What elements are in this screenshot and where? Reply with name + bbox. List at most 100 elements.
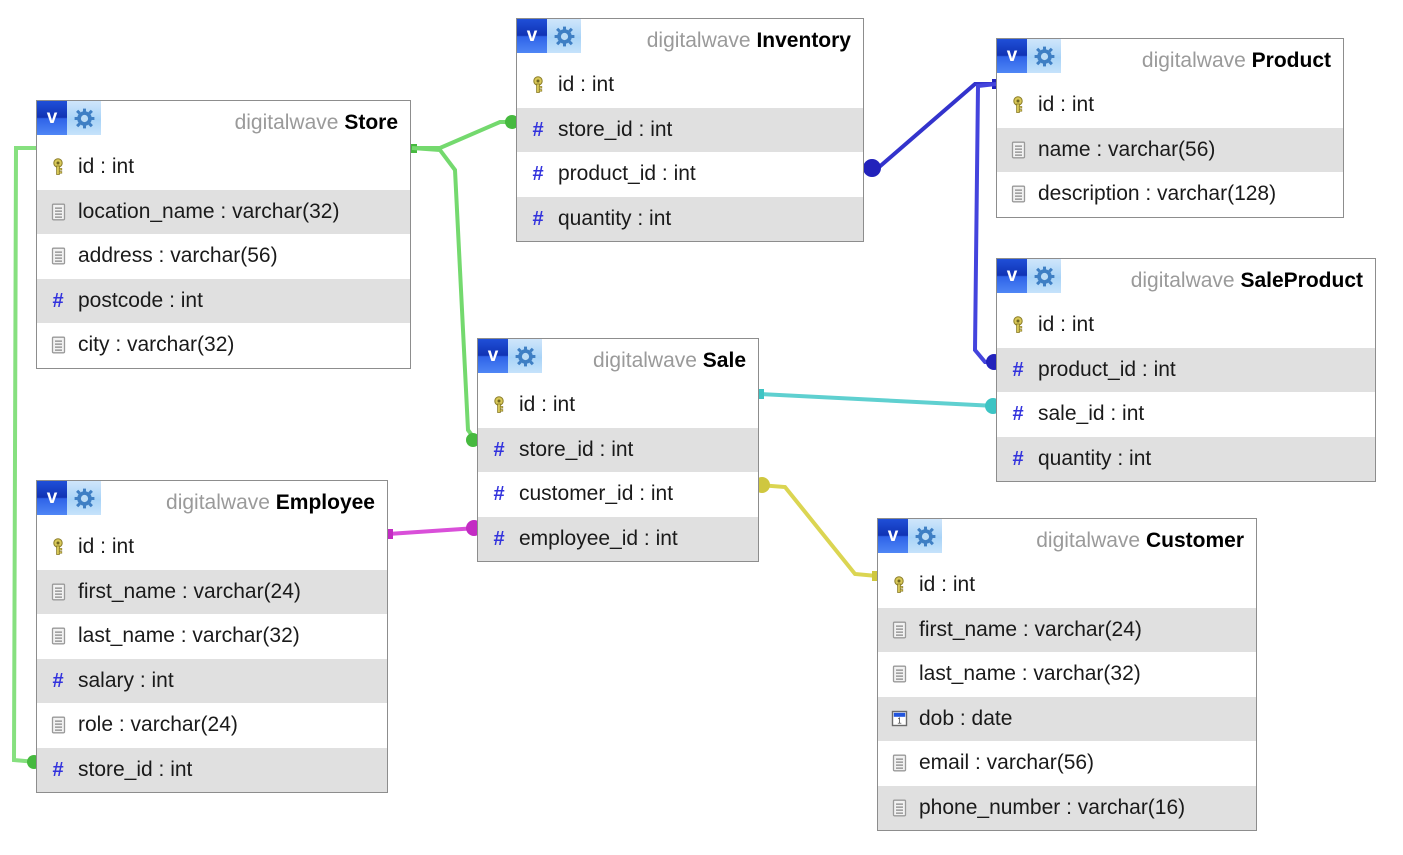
hash-icon: # — [1007, 403, 1029, 425]
table-header-customer[interactable]: vdigitalwave Customer — [878, 519, 1256, 563]
relationship-product-inventory[interactable] — [863, 79, 1000, 177]
attribute-row[interactable]: phone_number : varchar(16) — [878, 786, 1256, 831]
table-header-saleproduct[interactable]: v digitalwave SaleProduct — [997, 259, 1375, 303]
gear-icon[interactable] — [67, 101, 101, 135]
hash-icon: # — [527, 119, 549, 141]
attribute-row[interactable]: name : varchar(56) — [997, 128, 1343, 173]
attribute-row[interactable]: id : int — [517, 63, 863, 108]
table-header-inventory[interactable]: v digitalwave Inventory — [517, 19, 863, 63]
column-icon — [888, 752, 910, 774]
attribute-row[interactable]: id : int — [997, 303, 1375, 348]
attribute-row[interactable]: email : varchar(56) — [878, 741, 1256, 786]
attribute-row[interactable]: #store_id : int — [37, 748, 387, 793]
table-name-label: SaleProduct — [1240, 269, 1363, 292]
attribute-row[interactable]: 1 dob : date — [878, 697, 1256, 742]
table-title: digitalwave Inventory — [647, 29, 851, 53]
table-name-label: Store — [344, 111, 398, 134]
relationship-store-inventory[interactable] — [408, 115, 519, 153]
attribute-row[interactable]: #employee_id : int — [478, 517, 758, 562]
gear-icon[interactable] — [1027, 39, 1061, 73]
attribute-label: city : varchar(32) — [78, 333, 234, 357]
attribute-row[interactable]: first_name : varchar(24) — [37, 570, 387, 615]
attribute-row[interactable]: last_name : varchar(32) — [37, 614, 387, 659]
hash-icon: # — [1007, 359, 1029, 381]
attribute-row[interactable]: #product_id : int — [997, 348, 1375, 393]
attribute-row[interactable]: #sale_id : int — [997, 392, 1375, 437]
attribute-row[interactable]: #store_id : int — [478, 428, 758, 473]
attribute-label: quantity : int — [1038, 447, 1151, 471]
key-icon — [888, 574, 910, 596]
attribute-row[interactable]: city : varchar(32) — [37, 323, 410, 368]
attribute-row[interactable]: #quantity : int — [517, 197, 863, 242]
attribute-row[interactable]: role : varchar(24) — [37, 703, 387, 748]
attribute-row[interactable]: #postcode : int — [37, 279, 410, 324]
key-icon — [527, 74, 549, 96]
attribute-label: id : int — [519, 393, 575, 417]
table-name-label: Inventory — [756, 29, 851, 52]
attribute-label: store_id : int — [558, 118, 672, 142]
attribute-row[interactable]: id : int — [37, 525, 387, 570]
attribute-label: name : varchar(56) — [1038, 138, 1215, 162]
relationship-store-sale[interactable] — [412, 148, 480, 447]
attribute-row[interactable]: #salary : int — [37, 659, 387, 704]
attribute-row[interactable]: description : varchar(128) — [997, 172, 1343, 217]
attribute-row[interactable]: id : int — [37, 145, 410, 190]
attribute-row[interactable]: #customer_id : int — [478, 472, 758, 517]
attribute-label: employee_id : int — [519, 527, 678, 551]
hash-icon: # — [527, 163, 549, 185]
attribute-row[interactable]: #quantity : int — [997, 437, 1375, 482]
column-icon — [888, 663, 910, 685]
table-schema-label: digitalwave — [235, 111, 339, 134]
column-icon — [1007, 183, 1029, 205]
attribute-label: dob : date — [919, 707, 1012, 731]
gear-icon[interactable] — [908, 519, 942, 553]
table-saleproduct[interactable]: v digitalwave SaleProduct id : int#product… — [996, 258, 1376, 482]
attribute-label: description : varchar(128) — [1038, 182, 1276, 206]
table-title: digitalwave Store — [235, 111, 398, 135]
attribute-label: salary : int — [78, 669, 174, 693]
table-product[interactable]: vdigitalwave Product id : int name : varch… — [996, 38, 1344, 218]
key-icon — [1007, 94, 1029, 116]
attribute-label: store_id : int — [78, 758, 192, 782]
attribute-label: postcode : int — [78, 289, 203, 313]
attribute-row[interactable]: first_name : varchar(24) — [878, 608, 1256, 653]
attribute-row[interactable]: id : int — [878, 563, 1256, 608]
table-header-product[interactable]: vdigitalwave Product — [997, 39, 1343, 83]
view-badge-icon: v — [997, 259, 1027, 293]
table-employee[interactable]: vdigitalwave Employeeid : intfirst_name … — [36, 480, 388, 793]
attribute-row[interactable]: id : int — [997, 83, 1343, 128]
table-header-sale[interactable]: vdigitalwave Sale — [478, 339, 758, 383]
view-badge-icon: v — [878, 519, 908, 553]
table-name-label: Product — [1252, 49, 1331, 72]
gear-icon[interactable] — [508, 339, 542, 373]
table-sale[interactable]: vdigitalwave Sale id : int #store_id : int… — [477, 338, 759, 562]
gear-icon[interactable] — [1027, 259, 1061, 293]
relationship-employee-sale[interactable] — [384, 520, 482, 539]
view-badge-icon: v — [517, 19, 547, 53]
table-title: digitalwave Sale — [593, 349, 746, 373]
relationship-sale-customer[interactable] — [754, 477, 881, 581]
attribute-row[interactable]: #product_id : int — [517, 152, 863, 197]
table-header-employee[interactable]: vdigitalwave Employee — [37, 481, 387, 525]
table-customer[interactable]: vdigitalwave Customerid : intfirst_name … — [877, 518, 1257, 831]
attribute-row[interactable]: address : varchar(56) — [37, 234, 410, 279]
date-icon: 1 — [888, 708, 910, 730]
attribute-row[interactable]: location_name : varchar(32) — [37, 190, 410, 235]
attribute-row[interactable]: id : int — [478, 383, 758, 428]
table-header-store[interactable]: vdigitalwave Store — [37, 101, 410, 145]
gear-icon[interactable] — [547, 19, 581, 53]
table-store[interactable]: vdigitalwave Storeid : intlocation_name … — [36, 100, 411, 369]
key-icon — [47, 536, 69, 558]
gear-icon[interactable] — [67, 481, 101, 515]
column-icon — [47, 581, 69, 603]
table-name-label: Employee — [276, 491, 375, 514]
attribute-label: last_name : varchar(32) — [78, 624, 300, 648]
table-inventory[interactable]: v digitalwave Inventory id : int # store_id … — [516, 18, 864, 242]
table-title: digitalwave SaleProduct — [1131, 269, 1363, 293]
attribute-row[interactable]: last_name : varchar(32) — [878, 652, 1256, 697]
table-schema-label: digitalwave — [1131, 269, 1235, 292]
relationship-sale-saleproduct[interactable] — [755, 389, 1001, 414]
column-icon — [47, 334, 69, 356]
attribute-label: id : int — [1038, 93, 1094, 117]
attribute-row[interactable]: # store_id : int — [517, 108, 863, 153]
